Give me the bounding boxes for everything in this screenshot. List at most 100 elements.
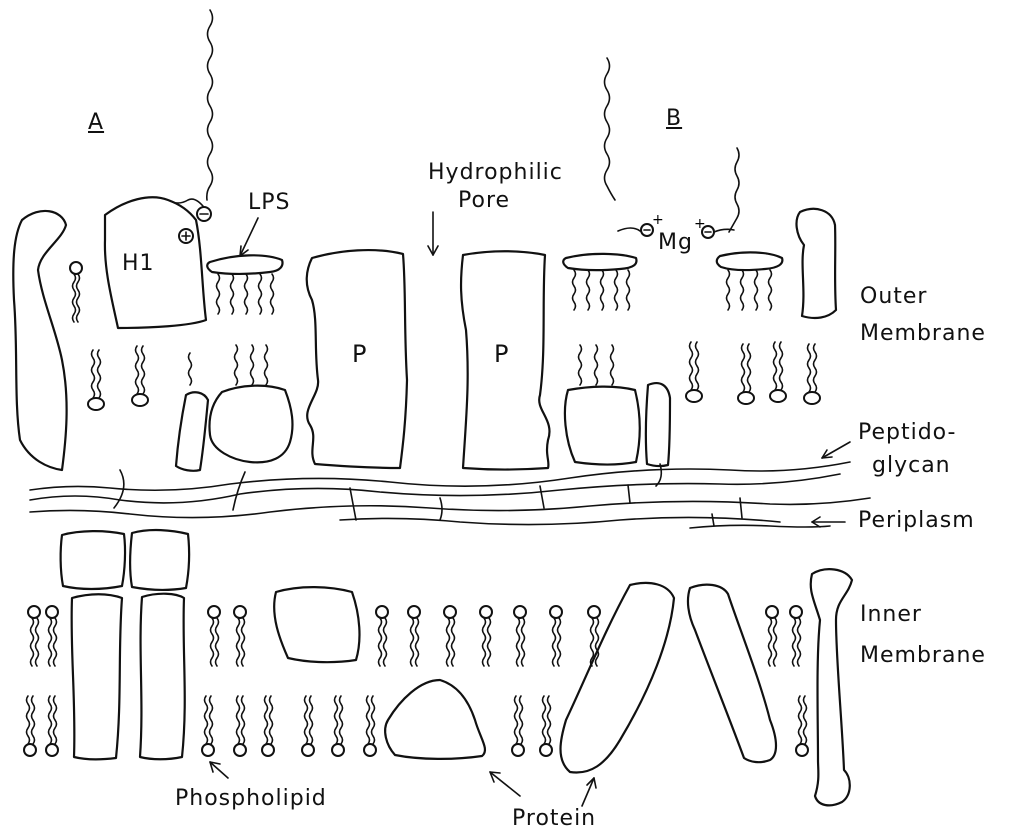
lipid-tail [242, 696, 245, 744]
lps-lipid-tail [769, 270, 772, 310]
lipid-tail [543, 696, 546, 744]
lipid-tail [31, 618, 34, 666]
phospholipid-head [804, 392, 820, 404]
lps-lipid-tail [587, 270, 590, 310]
porin-label-left: P [352, 342, 367, 366]
lipid-tail [251, 345, 254, 385]
lipid-tail [548, 696, 551, 744]
lipid-tail [73, 274, 76, 322]
lps-lipid-tail [755, 270, 758, 310]
peptidoglycan-label-line2: glycan [872, 455, 951, 477]
lps-label: LPS [248, 192, 291, 214]
lipid-tail [384, 618, 387, 666]
phospholipid-head [46, 744, 58, 756]
phospholipid-head [262, 744, 274, 756]
lipid-tail [340, 696, 343, 744]
lipid-tail [216, 618, 219, 666]
lipid-tail [520, 696, 523, 744]
lps-head-b1 [563, 254, 636, 270]
lipid-tail [804, 696, 807, 744]
inner-membrane-protein-square-1 [61, 531, 125, 589]
outer-membrane-protein-left-edge [13, 211, 66, 470]
lipid-tail [142, 346, 145, 394]
protein-arrow-left [490, 772, 520, 796]
lps-chain-b2 [729, 148, 739, 232]
lipid-tail [49, 618, 52, 666]
phospholipid-head [234, 606, 246, 618]
lipid-tail [452, 618, 455, 666]
lipid-tail [235, 345, 238, 385]
outer-membrane-label-line1: Outer [860, 286, 927, 308]
lipid-tail [367, 696, 370, 744]
lipid-tail [205, 696, 208, 744]
lipid-tail [54, 696, 57, 744]
lipid-tail [136, 346, 139, 394]
lipid-tail [27, 696, 30, 744]
phospholipid-head [738, 392, 754, 404]
phospholipid-head [70, 262, 82, 274]
phospholipid-head [540, 744, 552, 756]
lipid-tail [447, 618, 450, 666]
lipid-tail [265, 696, 268, 744]
phospholipid-head [686, 390, 702, 402]
lipid-tail [579, 345, 582, 385]
lipid-tail [416, 618, 419, 666]
phospholipid-head [408, 606, 420, 618]
porin-label-right: P [494, 342, 509, 366]
protein-label: Protein [512, 808, 596, 830]
hydrophilic-pore-label-line1: Hydrophilic [428, 162, 563, 184]
inner-membrane-protein-tilted-left [561, 583, 675, 773]
lipid-tail [522, 618, 525, 666]
phospholipid-head [364, 744, 376, 756]
mg-label: Mg [658, 232, 693, 254]
inner-membrane-protein-bone [811, 569, 852, 805]
protein-arrow-right [582, 778, 594, 806]
inner-membrane-label-line2: Membrane [860, 645, 986, 667]
phospholipid-head [332, 744, 344, 756]
lps-lipid-tail [217, 274, 220, 314]
phospholipid-head [24, 744, 36, 756]
lps-lipid-tail [231, 274, 234, 314]
h1-label: H1 [122, 253, 155, 275]
lipid-tail [814, 344, 817, 392]
lipid-tail [483, 618, 486, 666]
outer-membrane-protein-small-left [176, 392, 208, 471]
lipid-tail [696, 342, 699, 390]
lipid-tail [515, 696, 518, 744]
outer-membrane-protein-block-b [565, 387, 640, 465]
phospholipid-head [514, 606, 526, 618]
lipid-tail [769, 618, 772, 666]
lipid-tail [270, 696, 273, 744]
lipid-tail [98, 350, 101, 398]
lipid-tail [237, 696, 240, 744]
lps-lipid-tail [727, 270, 730, 310]
phospholipid-molecules [24, 262, 820, 756]
lps-molecules [207, 252, 782, 274]
inner-membrane-protein-tilted-right [688, 585, 776, 763]
lipid-tail [335, 696, 338, 744]
hydrophilic-pore-label-line2: Pore [458, 190, 510, 212]
lipid-tail [558, 618, 561, 666]
periplasm-label: Periplasm [858, 510, 975, 532]
lipid-tail [798, 618, 801, 666]
outer-membrane-protein-h1 [105, 197, 206, 328]
phospholipid-head [588, 606, 600, 618]
inner-membrane-protein-triangle [385, 680, 485, 759]
phospholipid-head [376, 606, 388, 618]
inner-membrane-protein-square-2 [130, 530, 189, 590]
phospholipid-head [480, 606, 492, 618]
phospholipid-head [28, 606, 40, 618]
lipid-tail [77, 274, 80, 322]
lps-lipid-tail [245, 274, 248, 314]
lipid-tail [596, 618, 599, 666]
lipid-tail [54, 618, 57, 666]
lps-lipid-tail [573, 270, 576, 310]
lipid-tail [780, 342, 783, 390]
phospholipid-head [202, 744, 214, 756]
mg-plus-left: + [652, 212, 664, 228]
lipid-tail [411, 618, 414, 666]
lipid-tail [92, 350, 95, 398]
peptidoglycan-label-line1: Peptido- [858, 422, 957, 444]
